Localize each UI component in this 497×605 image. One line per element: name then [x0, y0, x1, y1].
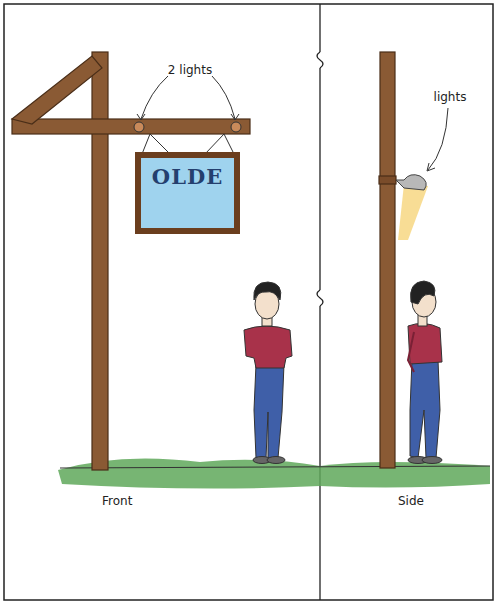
callout-label: lights: [434, 90, 467, 104]
light-fixture: [134, 122, 241, 132]
sign-board: OLDE: [135, 152, 240, 234]
sign-post: [379, 52, 396, 468]
frame: [4, 4, 493, 600]
sign-text: OLDE: [152, 158, 223, 189]
ground-line: [60, 466, 490, 468]
divider: [317, 4, 323, 600]
person-front: [244, 282, 292, 464]
light-fixture: [396, 175, 426, 190]
view-label: Side: [398, 494, 424, 508]
leader-line: [427, 108, 448, 171]
light-beam: [398, 184, 428, 240]
sign-post: [12, 52, 250, 470]
view-label: Front: [102, 494, 132, 508]
leader-line: [137, 76, 239, 120]
person-side: [408, 281, 442, 464]
callout-label: 2 lights: [168, 63, 212, 77]
sign-wire: [142, 134, 234, 154]
